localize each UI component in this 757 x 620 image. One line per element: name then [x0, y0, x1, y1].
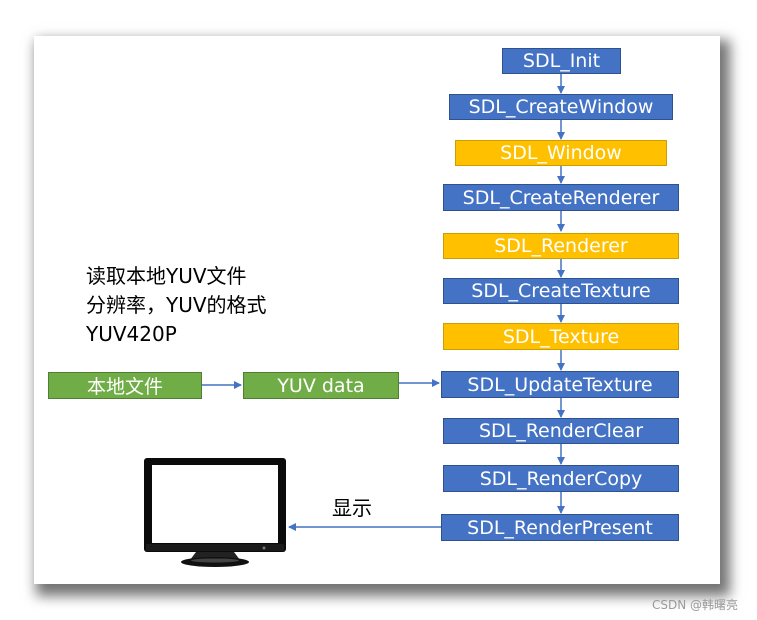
note-line-1: 读取本地YUV文件	[86, 264, 247, 288]
step-sdl-createrenderer: SDL_CreateRenderer	[443, 184, 679, 211]
yuv-data-box: YUV data	[243, 372, 399, 399]
watermark: CSDN @韩曙亮	[652, 598, 739, 612]
step-sdl-renderclear: SDL_RenderClear	[443, 418, 679, 444]
step-sdl-init: SDL_Init	[502, 48, 621, 74]
step-sdl-window: SDL_Window	[455, 140, 667, 166]
local-file-box: 本地文件	[48, 372, 202, 399]
step-sdl-rendercopy: SDL_RenderCopy	[443, 465, 679, 492]
step-sdl-texture: SDL_Texture	[443, 323, 679, 350]
monitor-icon	[144, 458, 286, 567]
step-sdl-createwindow: SDL_CreateWindow	[449, 94, 673, 120]
note-text: 读取本地YUV文件 分辨率，YUV的格式 YUV420P	[86, 262, 267, 349]
step-sdl-updatetexture: SDL_UpdateTexture	[441, 371, 679, 398]
step-sdl-renderpresent: SDL_RenderPresent	[441, 514, 679, 541]
step-sdl-renderer: SDL_Renderer	[443, 233, 679, 259]
note-line-3: YUV420P	[86, 322, 177, 346]
display-label: 显示	[332, 496, 372, 520]
note-line-2: 分辨率，YUV的格式	[86, 293, 267, 317]
step-sdl-createtexture: SDL_CreateTexture	[443, 278, 679, 304]
